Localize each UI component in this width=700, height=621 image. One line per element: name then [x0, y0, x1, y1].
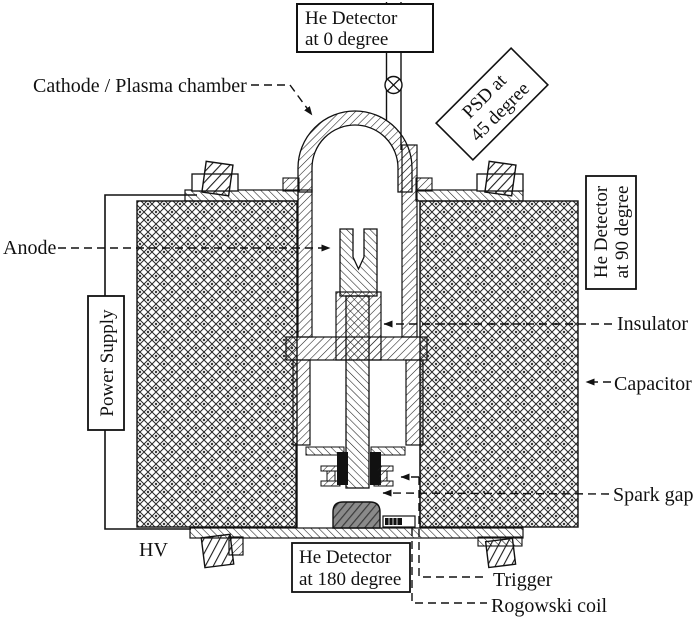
hv-wire-top [104, 194, 197, 296]
cathode-label: Cathode / Plasma chamber [33, 75, 247, 97]
spark-gap-flange-right [370, 446, 406, 456]
capacitor-label: Capacitor [614, 373, 692, 395]
hv-label: HV [139, 539, 168, 561]
trigger-pin-right [373, 465, 394, 487]
he-detector-90: He Detector at 90 degree [585, 175, 637, 290]
trigger-leader [418, 477, 488, 578]
he-detector-0-line2: at 0 degree [305, 29, 388, 50]
yoke-leg-right [405, 359, 424, 446]
bolt-top-left [191, 160, 239, 197]
spark-gap-flange-left [305, 446, 345, 456]
anode-rod [345, 295, 370, 489]
bolt-top-right [476, 160, 524, 197]
psd-45: PSD at 45 degree [435, 47, 549, 161]
yoke-leg-left [292, 359, 311, 446]
spark-gap-label: Spark gap [613, 484, 694, 506]
he-detector-0: He Detector at 0 degree [296, 3, 434, 53]
he-detector-180-box [291, 542, 411, 593]
trigger-pin-left [320, 465, 341, 487]
chamber-wall-left [297, 189, 313, 338]
he-detector-180-line2: at 180 degree [299, 569, 401, 590]
anode-label: Anode [3, 237, 56, 259]
he-detector-180: He Detector at 180 degree [291, 542, 411, 593]
power-supply-label: Power Supply [97, 309, 118, 417]
power-supply-circuit: Power Supply [87, 194, 197, 530]
hv-wire-bottom [104, 430, 191, 530]
he-detector-90-box [585, 175, 637, 290]
psd-45-box [435, 47, 549, 161]
rogowski-leader [411, 528, 487, 604]
he-detector-0-box [296, 3, 434, 53]
chamber-foot-left [282, 177, 300, 192]
he-detector-90-line1: He Detector [591, 185, 612, 278]
he-detector-90-line2: at 90 degree [612, 186, 633, 279]
he-detector-180-line1: He Detector [299, 547, 392, 568]
capacitor-left [136, 200, 298, 528]
anode-head [339, 228, 378, 297]
capacitor-right [419, 200, 579, 528]
insulator-label: Insulator [617, 313, 688, 335]
bolt-bottom-right [477, 536, 523, 569]
bolt-bottom-left [200, 533, 244, 569]
rogowski-label: Rogowski coil [491, 595, 608, 617]
power-supply-box [87, 295, 125, 431]
rogowski-coil-element [382, 515, 416, 528]
viewport-symbol-icon [384, 75, 403, 95]
spark-gap-electrode-left [337, 452, 348, 485]
trigger-electrode [332, 501, 381, 529]
plasma-chamber-dome [297, 110, 413, 193]
chamber-foot-right [415, 177, 433, 192]
cathode-leader [251, 84, 313, 116]
spark-gap-leader [382, 489, 610, 497]
chamber-wall-right [401, 144, 418, 338]
trigger-label: Trigger [493, 569, 553, 591]
he-detector-0-line1: He Detector [305, 8, 398, 29]
